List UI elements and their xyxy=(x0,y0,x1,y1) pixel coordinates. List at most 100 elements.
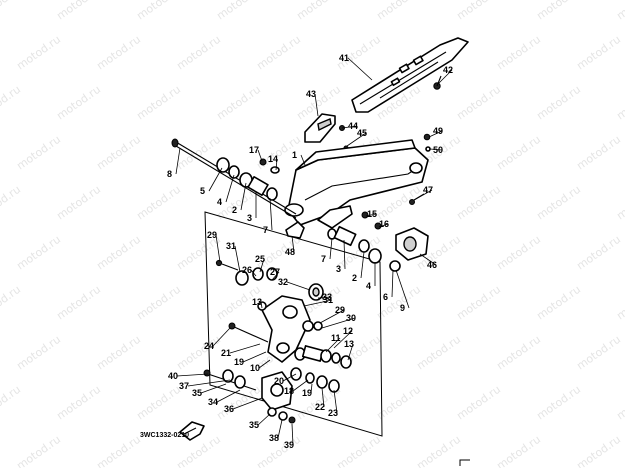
callout-44: 44 xyxy=(348,121,358,131)
callout-43: 43 xyxy=(306,89,316,99)
callout-leader xyxy=(176,373,209,377)
pivot-spacers-right[interactable] xyxy=(327,211,401,272)
connecting-rod[interactable] xyxy=(261,371,293,411)
callout-48: 48 xyxy=(285,247,295,257)
watermark-text: motod.ru xyxy=(614,283,625,323)
collar-set[interactable] xyxy=(294,320,352,369)
callout-leader xyxy=(303,299,333,307)
callout-leader xyxy=(319,309,345,324)
chain-guide[interactable] xyxy=(304,113,336,143)
watermark-text: motod.ru xyxy=(174,33,223,73)
watermark-text: motod.ru xyxy=(94,33,143,73)
pivot-spacers-left[interactable] xyxy=(216,157,280,201)
lower-bracket[interactable] xyxy=(285,221,305,239)
swingarm[interactable] xyxy=(284,139,429,229)
watermark-text: motod.ru xyxy=(134,283,183,323)
watermark-text: motod.ru xyxy=(494,33,543,73)
watermark-text: motod.ru xyxy=(534,183,583,223)
watermark-text: motod.ru xyxy=(534,0,583,22)
callout-leader xyxy=(215,234,221,263)
watermark-text: motod.ru xyxy=(14,233,63,273)
callout-leader xyxy=(391,269,394,298)
callout-49: 49 xyxy=(433,126,443,136)
callout-7: 7 xyxy=(263,225,268,235)
callout-leader xyxy=(257,149,263,162)
watermark-text: motod.ru xyxy=(134,383,183,423)
callout-2: 2 xyxy=(352,273,357,283)
guide-screw[interactable] xyxy=(339,125,349,151)
link-bushings[interactable] xyxy=(235,267,324,311)
callout-leader xyxy=(347,343,354,361)
callout-leader xyxy=(317,296,332,299)
watermark-text: motod.ru xyxy=(454,383,503,423)
watermark-text: motod.ru xyxy=(454,283,503,323)
watermark-text: motod.ru xyxy=(534,383,583,423)
callout-leader xyxy=(310,383,313,394)
callout-17: 17 xyxy=(249,145,259,155)
callout-8: 8 xyxy=(167,169,172,179)
callout-leader xyxy=(216,389,241,403)
callout-19: 19 xyxy=(234,357,244,367)
callout-leader xyxy=(277,419,283,439)
callout-leader xyxy=(259,258,265,273)
callout-leader xyxy=(314,93,319,117)
watermark-text: motod.ru xyxy=(134,183,183,223)
watermark-text: motod.ru xyxy=(14,133,63,173)
callout-19: 19 xyxy=(302,388,312,398)
callout-leader xyxy=(232,397,263,410)
callout-16: 16 xyxy=(379,219,389,229)
chain-case[interactable] xyxy=(351,37,469,113)
callout-38: 38 xyxy=(269,433,279,443)
callout-leader xyxy=(346,132,367,147)
watermark-text: motod.ru xyxy=(94,333,143,373)
callout-leader xyxy=(271,271,280,281)
callout-35: 35 xyxy=(249,420,259,430)
watermark-text: motod.ru xyxy=(54,283,103,323)
callout-leader xyxy=(250,269,257,277)
callout-leader xyxy=(428,130,443,138)
callout-leader xyxy=(257,413,271,426)
callout-leader xyxy=(291,235,295,253)
callout-leader xyxy=(300,154,306,166)
callout-leader xyxy=(187,379,231,387)
watermark-text: motod.ru xyxy=(94,133,143,173)
lower-bushings[interactable] xyxy=(290,367,340,393)
chain-case-bolt[interactable] xyxy=(433,75,442,90)
watermark-text: motod.ru xyxy=(54,383,103,423)
callout-2: 2 xyxy=(232,205,237,215)
callout-47: 47 xyxy=(423,185,433,195)
watermark-text: motod.ru xyxy=(14,33,63,73)
callout-33: 33 xyxy=(322,292,332,302)
watermark-text: motod.ru xyxy=(414,333,463,373)
callout-leader xyxy=(225,174,235,203)
linkage-bolts[interactable] xyxy=(203,259,269,391)
relay-arm[interactable] xyxy=(261,295,311,363)
callout-leader xyxy=(175,147,181,175)
watermark-text: motod.ru xyxy=(94,433,143,468)
watermark-text: motod.ru xyxy=(334,433,383,468)
watermark-text: motod.ru xyxy=(134,83,183,123)
callout-leader xyxy=(321,387,325,408)
callout-50: 50 xyxy=(433,145,443,155)
watermark-text: motod.ru xyxy=(0,283,23,323)
callout-36: 36 xyxy=(224,404,234,414)
callout-leader xyxy=(325,337,341,353)
callout-leader xyxy=(437,69,453,85)
watermark-text: motod.ru xyxy=(54,0,103,22)
watermark-text: motod.ru xyxy=(574,333,623,373)
callout-29: 29 xyxy=(207,230,217,240)
callout-leader xyxy=(395,269,410,309)
callout-leader xyxy=(343,239,346,270)
callout-21: 21 xyxy=(221,348,231,358)
watermark-text: motod.ru xyxy=(574,133,623,173)
watermark-text: motod.ru xyxy=(54,83,103,123)
callout-14: 14 xyxy=(268,154,278,164)
callout-10: 10 xyxy=(250,363,260,373)
watermark-text: motod.ru xyxy=(454,183,503,223)
callout-leader xyxy=(258,359,271,369)
chain-pull-block[interactable] xyxy=(395,227,429,261)
watermark-text: motod.ru xyxy=(494,133,543,173)
callout-leader xyxy=(234,245,241,273)
callout-leader xyxy=(240,182,247,211)
